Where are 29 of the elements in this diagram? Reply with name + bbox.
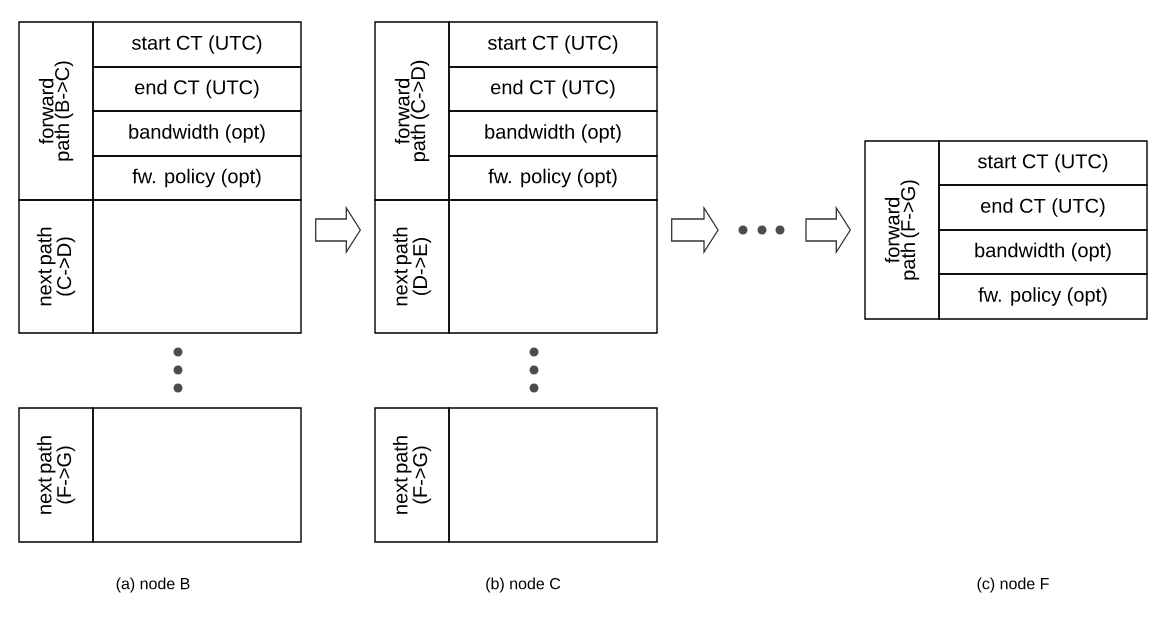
field-cell: start CT (UTC): [938, 140, 1148, 186]
field-cell: bandwidth (opt): [92, 110, 302, 157]
empty-cell: [448, 199, 658, 334]
field-cell: end CT (UTC): [448, 66, 658, 112]
block-arrow: [315, 205, 362, 255]
path-label-cell: next path (F->G): [374, 407, 450, 543]
field-cell: fw. policy (opt): [448, 155, 658, 201]
path-label-cell: forward path (F->G): [864, 140, 940, 320]
empty-cell: [92, 407, 302, 543]
path-label-cell: forward path (C->D): [374, 21, 450, 201]
field-cell: fw. policy (opt): [938, 273, 1148, 320]
block-arrow: [805, 205, 852, 255]
path-label-cell: next path (C->D): [18, 199, 94, 334]
empty-cell: [448, 407, 658, 543]
panel-caption: (a) node B: [116, 577, 190, 593]
field-cell: end CT (UTC): [92, 66, 302, 112]
path-label-cell: next path (F->G): [18, 407, 94, 543]
field-cell: start CT (UTC): [92, 21, 302, 68]
field-cell: bandwidth (opt): [938, 229, 1148, 275]
empty-cell: [92, 199, 302, 334]
panel-caption: (c) node F: [977, 577, 1049, 593]
path-label-cell: forward path (B->C): [18, 21, 94, 201]
panel-caption: (b) node C: [486, 577, 561, 593]
field-cell: start CT (UTC): [448, 21, 658, 68]
field-cell: fw. policy (opt): [92, 155, 302, 201]
field-cell: end CT (UTC): [938, 184, 1148, 231]
path-label-cell: next path (D->E): [374, 199, 450, 334]
field-cell: bandwidth (opt): [448, 110, 658, 157]
block-arrow: [671, 205, 719, 255]
